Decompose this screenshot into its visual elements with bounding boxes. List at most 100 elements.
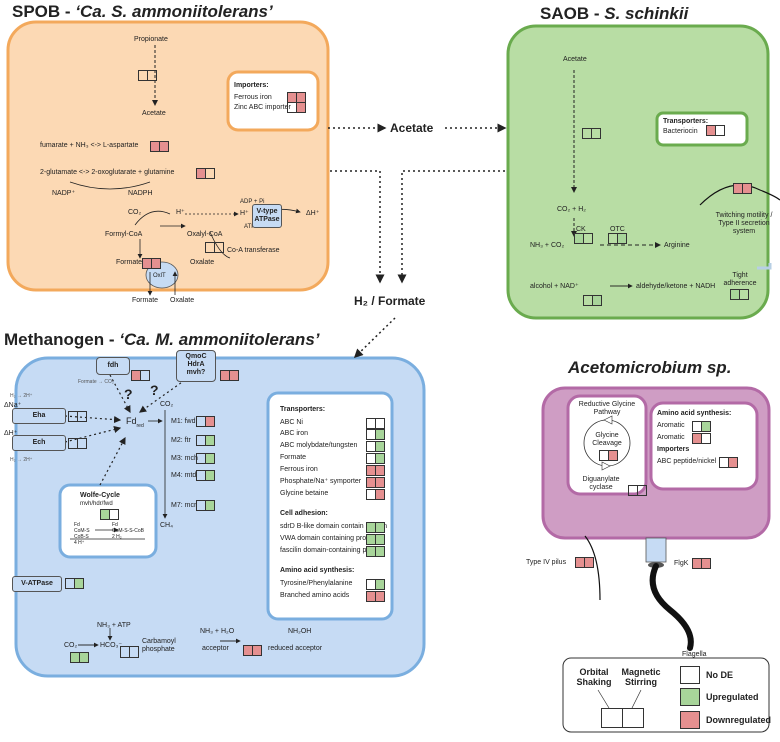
aceto-flagella: Flagella: [682, 651, 707, 658]
aceto-glycine: Glycine Cleavage: [592, 432, 622, 447]
meth-tr-3: Formate: [280, 454, 307, 461]
de-cell-down: [205, 416, 215, 427]
question-mark-2: ?: [150, 382, 159, 398]
meth-am-0: Tyrosine/Phenylalanine: [280, 580, 353, 587]
de-cell-up: [375, 534, 385, 545]
de-cell-down: [728, 457, 738, 468]
aceto-aromatic-1: Aromatic: [657, 422, 685, 429]
de-cell-up: [617, 233, 627, 244]
de-cell-up: [205, 470, 215, 481]
saob-twitching: Twitching motility / Type II secretion s…: [715, 212, 773, 235]
saob-co2-h2: CO₂ + H₂: [557, 206, 586, 213]
de-cell: [591, 128, 601, 139]
wolfe-cycle-sub: mvh/hdr/fwd: [80, 501, 113, 507]
meth-co2-b: CO₂: [64, 642, 78, 649]
legend-no-de-swatch: [680, 666, 700, 684]
ech-box: Ech: [12, 435, 66, 451]
meth-ad-2: fascilin domain-containing protein: [280, 547, 384, 554]
meth-formate-co2: Formate → CO₂: [78, 379, 114, 385]
vtype-atpase: V-type ATPase: [252, 204, 282, 228]
aceto-digu: Diguanylate cyclase: [582, 476, 620, 491]
spob-glutamate: 2-glutamate <-> 2-oxoglutarate + glutami…: [40, 169, 175, 176]
de-cell-up: [79, 652, 89, 663]
de-cell-down: [252, 645, 262, 656]
de-cell-up: [375, 441, 385, 452]
de-cell: [715, 125, 725, 136]
aceto-rgp: Reductive Glycine Pathway: [578, 401, 636, 416]
methanogen-title: Methanogen - ‘Ca. M. ammoniitolerans’: [4, 330, 320, 349]
de-cell-down: [375, 489, 385, 500]
spob-cell: [6, 20, 330, 292]
spob-propionate: Propionate: [134, 36, 168, 43]
spob-adp: ADP + Pi: [240, 199, 265, 205]
spob-fumarate: fumarate + NH₃ <-> L-aspartate: [40, 142, 139, 149]
spob-importers-head: Importers:: [234, 82, 269, 89]
spob-oxalate-out: Oxalate: [170, 297, 195, 304]
saob-alcohol: alcohol + NAD⁺: [530, 283, 579, 290]
saob-bacteriocin: Bacteriocin: [663, 128, 698, 135]
spob-title: SPOB - ‘Ca. S. ammoniitolerans’: [12, 2, 273, 21]
spob-nadph: NADPH: [128, 190, 153, 197]
de-cell-up: [205, 435, 215, 446]
de-cell: [583, 233, 593, 244]
meth-co2: CO₂: [160, 401, 174, 408]
meth-delta-h: ΔH⁺: [4, 430, 18, 437]
meth-am-1: Branched amino acids: [280, 592, 350, 599]
spob-oxalyl-coa: Oxalyl-CoA: [187, 231, 223, 238]
step-m4: M4: mtd: [171, 472, 197, 479]
spob-importers-box: [226, 70, 320, 132]
legend-up-swatch: [680, 688, 700, 706]
aceto-amino-head: Amino acid synthesis:: [657, 410, 732, 417]
meth-ad-0: sdrD B-like domain contain protein: [280, 523, 387, 530]
spob-formyl-coa: Formyl-CoA: [105, 231, 143, 238]
de-cell-down: [584, 557, 594, 568]
aceto-abc: ABC peptide/nickel: [657, 458, 717, 465]
step-m1: M1: fwd: [171, 418, 196, 425]
de-cell-up: [74, 578, 84, 589]
de-cell-down: [159, 141, 169, 152]
spob-coa-transferase: Co-A transferase: [227, 247, 280, 254]
legend-magnetic: Magnetic Stirring: [621, 667, 661, 687]
de-cell-up: [701, 421, 711, 432]
de-cell-up: [375, 546, 385, 557]
aceto-rgp-box: [566, 394, 648, 496]
mid-h2-formate: H₂ / Formate: [354, 294, 426, 308]
de-cell: [205, 168, 215, 179]
saob-title: SAOB - S. schinkii: [540, 4, 689, 23]
meth-h2-b: H₂ → 2H⁺: [10, 457, 33, 463]
legend-orbital-cell: [601, 708, 623, 728]
step-m7: M7: mcr: [171, 502, 197, 509]
spob-nadp: NADP⁺: [52, 190, 76, 197]
de-cell-up: [205, 500, 215, 511]
saob-otc: OTC: [610, 226, 625, 233]
oxlt-transporter: OxlT: [153, 273, 166, 279]
de-cell-down: [296, 102, 306, 113]
meth-h2-a: H₂ → 2H⁺: [10, 393, 33, 399]
spob-co2: CO₂: [128, 209, 142, 216]
saob-nh3-co2: NH₃ + CO₂: [530, 242, 565, 249]
saob-arginine: Arginine: [664, 242, 690, 249]
aceto-importers-head: Importers: [657, 446, 690, 453]
fdh-box: fdh: [96, 357, 130, 375]
meth-tr-0: ABC Ni: [280, 419, 303, 426]
legend-down: Downregulated: [706, 715, 772, 725]
eha-box: Eha: [12, 408, 66, 424]
spob-acetate: Acetate: [142, 110, 166, 117]
legend-down-swatch: [680, 711, 700, 729]
de-cell-down: [151, 258, 161, 269]
aceto-flgk: FlgK: [674, 560, 689, 567]
de-cell-up: [592, 295, 602, 306]
wolfe-left: Fd CoM-S CoB-S 4 H⁺: [74, 522, 90, 546]
meth-transporters-head: Transporters:: [280, 406, 326, 413]
meth-adhesion-head: Cell adhesion:: [280, 510, 328, 517]
de-cell: [147, 70, 157, 81]
de-cell-up: [375, 429, 385, 440]
meth-acceptor: acceptor: [202, 645, 229, 652]
de-cell-up: [375, 522, 385, 533]
de-cell-down: [229, 370, 239, 381]
de-cell-down: [375, 465, 385, 476]
spob-atp: ATP: [244, 224, 256, 230]
meth-tr-6: Glycine betaine: [280, 490, 329, 497]
